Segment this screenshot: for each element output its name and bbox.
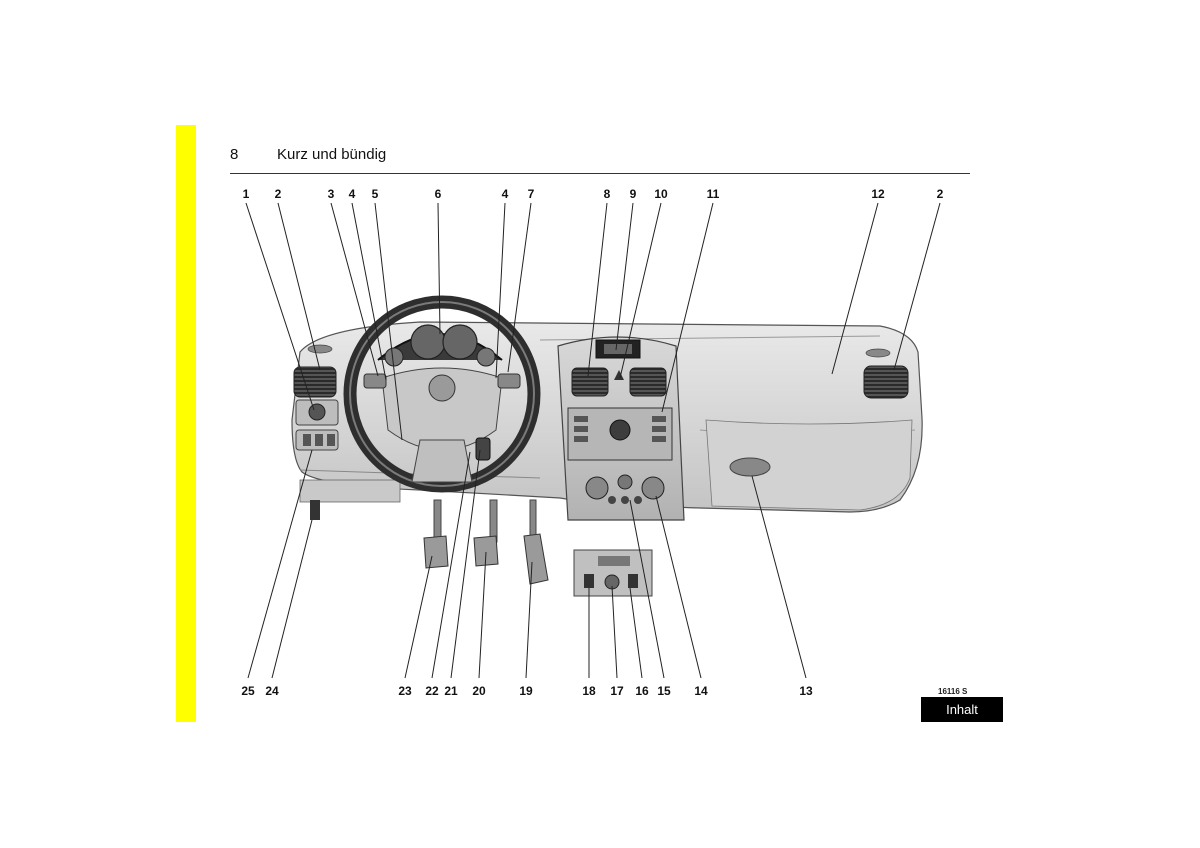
callout-14: 14 [694, 684, 708, 698]
callout-4-right: 4 [502, 187, 509, 201]
bottom-callouts: 25 24 23 22 21 20 19 18 17 16 15 14 13 [241, 684, 813, 698]
page-number: 8 [230, 146, 239, 163]
callout-22: 22 [425, 684, 439, 698]
callout-12: 12 [871, 187, 885, 201]
callout-4-left: 4 [349, 187, 356, 201]
callout-21: 21 [444, 684, 458, 698]
callout-16: 16 [635, 684, 649, 698]
callout-23: 23 [398, 684, 412, 698]
callout-9: 9 [630, 187, 637, 201]
top-callouts: 1 2 3 4 5 6 4 7 8 9 10 11 12 2 [243, 187, 944, 201]
callout-13: 13 [799, 684, 813, 698]
callout-15: 15 [657, 684, 671, 698]
callout-2-left: 2 [275, 187, 282, 201]
callout-8: 8 [604, 187, 611, 201]
pedals [423, 499, 549, 585]
light-switch-panel [295, 399, 339, 451]
right-side-vent [863, 365, 909, 399]
header-rule [230, 173, 970, 174]
figure-code: 16116 S [938, 687, 968, 696]
steering-wheel [343, 295, 541, 493]
callout-11: 11 [707, 187, 720, 201]
callout-10: 10 [654, 187, 668, 201]
left-side-vent [293, 366, 337, 398]
yellow-side-strip [176, 125, 196, 722]
callout-3: 3 [328, 187, 335, 201]
inhalt-button[interactable]: Inhalt [921, 697, 1003, 722]
callout-2-right: 2 [937, 187, 944, 201]
leader-lines [245, 202, 941, 679]
callout-6: 6 [435, 187, 442, 201]
callout-24: 24 [265, 684, 279, 698]
callout-1: 1 [243, 187, 250, 201]
glovebox [705, 419, 913, 511]
callout-19: 19 [519, 684, 533, 698]
center-console [557, 336, 685, 521]
callout-18: 18 [582, 684, 596, 698]
page-title: Kurz und bündig [277, 146, 387, 163]
callout-25: 25 [241, 684, 255, 698]
lower-console [573, 549, 653, 597]
callout-20: 20 [472, 684, 486, 698]
callout-5: 5 [372, 187, 379, 201]
callout-17: 17 [610, 684, 624, 698]
callout-7: 7 [528, 187, 535, 201]
